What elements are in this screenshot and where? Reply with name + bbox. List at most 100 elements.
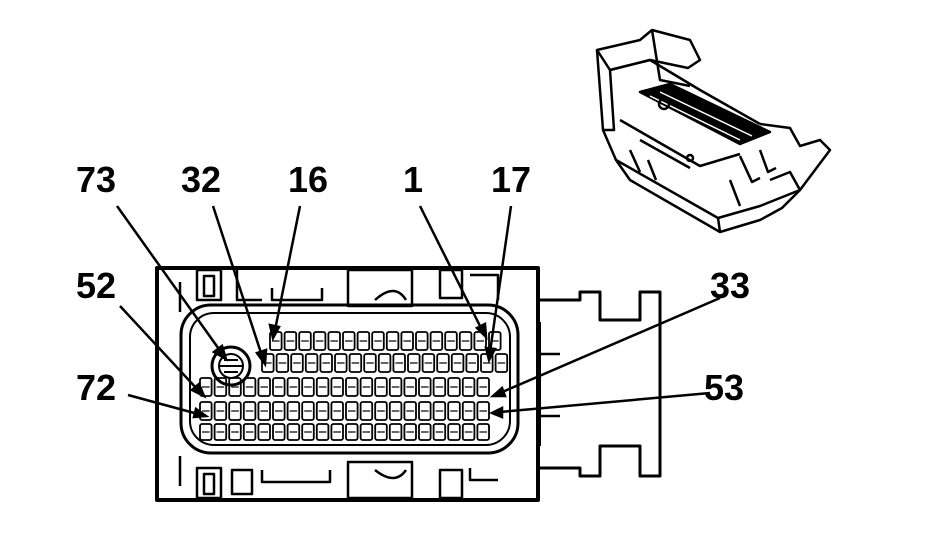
pin-cavity (436, 353, 450, 373)
pin-cavity (356, 331, 371, 351)
pin-cavity (283, 331, 298, 351)
pin-cavity (374, 423, 388, 441)
pin-cavity (228, 401, 242, 421)
connector-inner-rim (189, 312, 511, 446)
pin-cavity (315, 401, 330, 421)
pin-cavity (242, 423, 257, 441)
pin-cavity (388, 423, 403, 441)
pin-cavity (363, 353, 377, 373)
pin-cavity (476, 423, 490, 441)
pin-cavity (374, 401, 388, 421)
pin-cavity (447, 423, 461, 441)
pin-cavity (286, 377, 301, 397)
pin-cavity (377, 353, 392, 373)
pin-cavity (415, 331, 429, 351)
leader-52 (119, 305, 207, 399)
pin-label-1: 1 (403, 159, 423, 200)
pin-cavity (374, 377, 388, 397)
leader-lines (115, 205, 721, 419)
pin-cavity (476, 377, 490, 397)
pin-cavity (272, 423, 286, 441)
pin-cavity (421, 353, 436, 373)
pin-cavity (334, 353, 348, 373)
pin-cavity (407, 353, 421, 373)
pin-cavity (461, 401, 476, 421)
connector-outer-body (155, 266, 540, 502)
pin-cavity (444, 331, 458, 351)
pin-cavity (418, 423, 432, 441)
pin-label-72: 72 (76, 367, 116, 408)
pin-cavity (257, 423, 271, 441)
bottom-latch-details (178, 456, 498, 500)
pin-cavity (345, 423, 359, 441)
pin-cavity (400, 331, 414, 351)
pin-label-33: 33 (710, 265, 750, 306)
pin-label-73: 73 (76, 159, 116, 200)
pin-cavity (403, 377, 417, 397)
pin-cavity (315, 377, 330, 397)
pin-cavity (432, 377, 447, 397)
pin-cavity (348, 353, 363, 373)
pin-cavity (213, 423, 228, 441)
pin-cavity (388, 377, 403, 397)
pin-cavity (494, 353, 509, 373)
pin-cavity (476, 401, 490, 421)
pin-label-52: 52 (76, 265, 116, 306)
pin-cavity (272, 401, 286, 421)
pin-cavity (257, 401, 271, 421)
pin-cavity (315, 423, 330, 441)
leader-33 (489, 296, 721, 398)
pin-cavity (290, 353, 304, 373)
leader-73 (115, 205, 229, 362)
pin-cavity (403, 401, 417, 421)
leader-17 (484, 205, 513, 364)
pin-cavity (304, 353, 319, 373)
keying-circle (210, 345, 252, 387)
connector-inner-housing (179, 303, 520, 455)
pin-cavity (286, 423, 301, 441)
pin-label-16: 16 (288, 159, 328, 200)
pin-cavity (330, 377, 344, 397)
leader-72 (127, 393, 210, 419)
pin-cavity (261, 353, 275, 373)
pin-cavity (242, 377, 257, 397)
pin-labels: 73 32 16 1 17 52 72 33 53 (76, 159, 750, 408)
pin-cavity (432, 423, 447, 441)
pin-label-32: 32 (181, 159, 221, 200)
pin-cavity (388, 401, 403, 421)
leader-1 (418, 205, 488, 341)
pin-cavity (257, 377, 271, 397)
pin-cavity (450, 353, 465, 373)
pin-cavity (199, 423, 213, 441)
pin-cavity (392, 353, 406, 373)
connector-side-tab (538, 290, 662, 478)
pin-cavity (319, 353, 333, 373)
pin-cavity (418, 401, 432, 421)
pin-cavity (213, 401, 228, 421)
pin-cavity (301, 423, 315, 441)
pin-cavity (298, 331, 312, 351)
pin-cavity-grid (199, 331, 509, 441)
pin-cavity (330, 423, 344, 441)
pin-cavity (242, 401, 257, 421)
pin-cavity (371, 331, 385, 351)
pin-cavity (359, 377, 374, 397)
pin-cavity (272, 377, 286, 397)
pin-cavity (359, 423, 374, 441)
pin-cavity (461, 423, 476, 441)
leader-16 (268, 205, 302, 342)
pin-cavity (359, 401, 374, 421)
pin-cavity (213, 377, 228, 397)
pin-cavity (429, 331, 444, 351)
pin-cavity (403, 423, 417, 441)
pin-cavity (327, 331, 341, 351)
pin-label-53: 53 (704, 367, 744, 408)
pin-cavity (418, 377, 432, 397)
pin-cavity (301, 377, 315, 397)
pin-cavity (330, 401, 344, 421)
pin-cavity (447, 401, 461, 421)
pin-cavity (275, 353, 290, 373)
pin-cavity (228, 377, 242, 397)
connector-face-view (155, 266, 662, 502)
